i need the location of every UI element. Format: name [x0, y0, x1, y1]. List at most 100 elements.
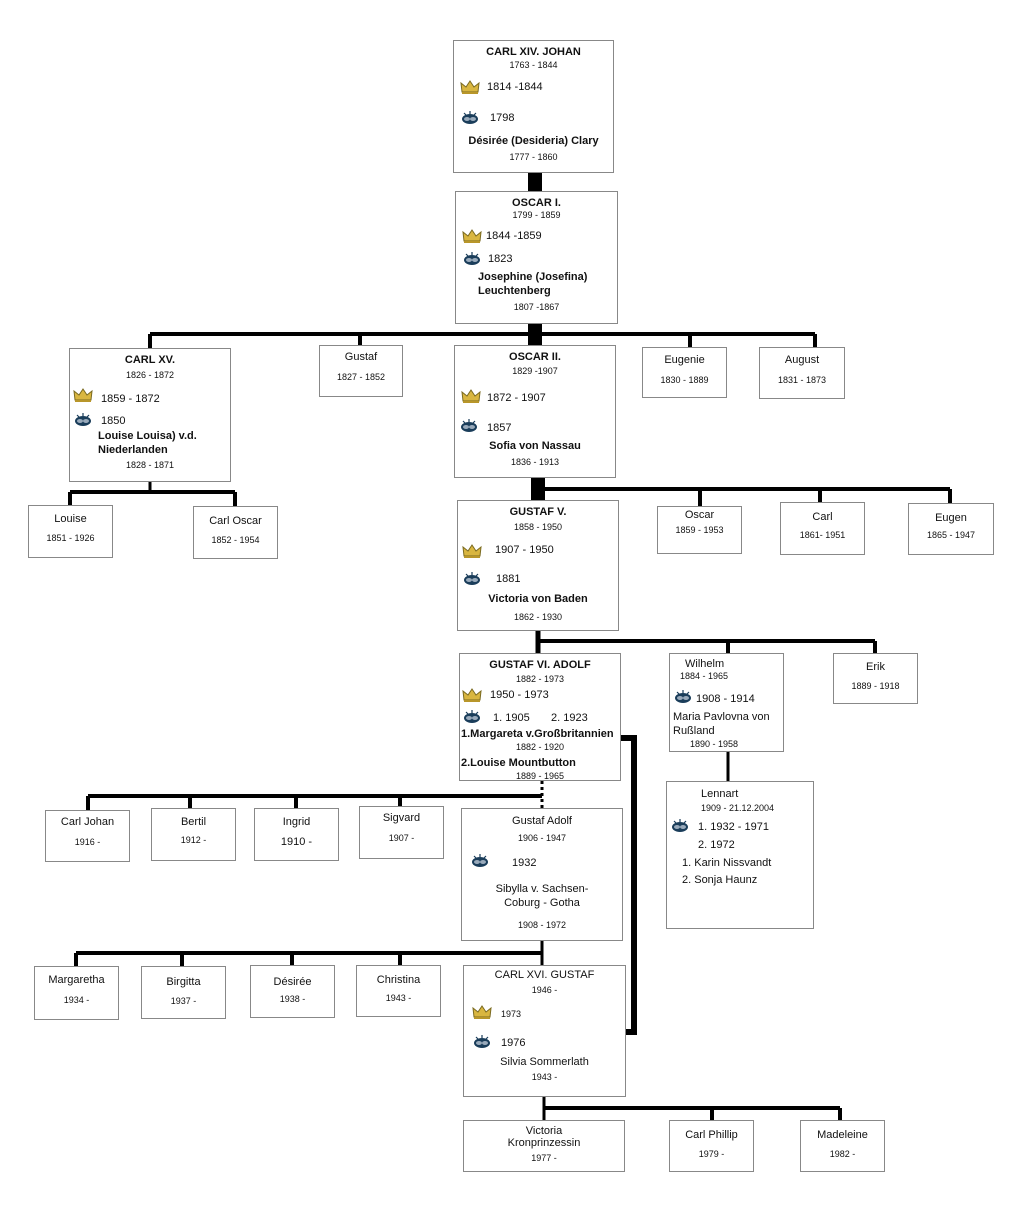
marriage-year: 1857 — [487, 422, 512, 434]
spouse-name-line1: Sibylla v. Sachsen- — [495, 883, 589, 895]
wedding-rings-icon — [460, 110, 480, 126]
person-birgitta: Birgitta 1937 - — [141, 966, 226, 1019]
person-gustaf-adolf: Gustaf Adolf 1906 - 1947 1932 Sibylla v.… — [461, 808, 623, 941]
person-bertil: Bertil 1912 - — [151, 808, 236, 861]
person-august: August 1831 - 1873 — [759, 347, 845, 399]
wedding-rings-icon — [670, 818, 690, 834]
spouse-name-line2: Leuchtenberg — [478, 285, 551, 297]
person-years: 1861- 1951 — [799, 530, 846, 540]
spouse-years: 1836 - 1913 — [510, 457, 560, 467]
spouse-name-1: 1.Margareta v.Großbritannien — [461, 728, 614, 740]
person-years: 1889 - 1918 — [851, 681, 900, 691]
person-ingrid: Ingrid 1910 - — [254, 808, 339, 861]
spouse-name-line2: Niederlanden — [98, 444, 168, 456]
person-name: Gustaf Adolf — [512, 815, 572, 827]
person-years: 1906 - 1947 — [517, 833, 567, 843]
spouse-years: 1777 - 1860 — [509, 152, 558, 162]
person-years: 1830 - 1889 — [660, 375, 709, 385]
spouse-years: 1807 -1867 — [513, 302, 560, 312]
crown-icon — [462, 687, 482, 703]
person-louise: Louise 1851 - 1926 — [28, 505, 113, 558]
wedding-rings-icon — [462, 709, 482, 725]
person-carl-xvi-gustaf: CARL XVI. GUSTAF 1946 - 1973 1976 Silvia… — [463, 965, 626, 1097]
person-name: Gustaf — [344, 351, 378, 363]
person-name: Eugenie — [664, 354, 705, 366]
person-lennart: Lennart 1909 - 21.12.2004 1. 1932 - 1971… — [666, 781, 814, 929]
person-gustaf-vi-adolf: GUSTAF VI. ADOLF 1882 - 1973 1950 - 1973… — [459, 653, 621, 781]
person-years: 1937 - — [170, 996, 197, 1006]
person-name: Louise — [54, 513, 87, 525]
person-years: 1882 - 1973 — [515, 674, 565, 684]
person-sigvard: Sigvard 1907 - — [359, 806, 444, 859]
person-years: 1979 - — [698, 1149, 725, 1159]
person-years: 1912 - — [180, 835, 207, 845]
marriage-year: 1881 — [496, 573, 521, 585]
person-name: Erik — [866, 661, 885, 673]
person-wilhelm: Wilhelm 1884 - 1965 1908 - 1914 Maria Pa… — [669, 653, 784, 752]
person-years: 1763 - 1844 — [509, 60, 558, 70]
person-years: 1934 - — [63, 995, 90, 1005]
spouse-years-2: 1889 - 1965 — [515, 771, 565, 781]
person-years: 1826 - 1872 — [125, 370, 175, 380]
wedding-rings-icon — [472, 1034, 492, 1050]
person-oscar-i: OSCAR I. 1799 - 1859 1844 -1859 1823 Jos… — [455, 191, 618, 324]
spouse-name-line1: Josephine (Josefina) — [478, 271, 588, 283]
spouse-name-line1: Maria Pavlovna von — [673, 711, 770, 723]
marriage-year: 1798 — [490, 112, 515, 124]
person-name: CARL XVI. GUSTAF — [494, 969, 595, 981]
person-years: 1865 - 1947 — [926, 530, 976, 540]
person-name: Eugen — [935, 512, 967, 524]
spouse-years-1: 1882 - 1920 — [515, 742, 565, 752]
marriage-year-2: 2. 1923 — [551, 712, 588, 724]
spouse-years: 1943 - — [531, 1072, 558, 1082]
spouse-years: 1862 - 1930 — [513, 612, 563, 622]
person-name: Carl Oscar — [209, 515, 262, 527]
person-madeleine: Madeleine 1982 - — [800, 1120, 885, 1172]
spouse-name: Victoria von Baden — [488, 593, 588, 605]
person-carl: Carl 1861- 1951 — [780, 502, 865, 555]
person-years: 1858 - 1950 — [513, 522, 563, 532]
marriage-years-1: 1. 1932 - 1971 — [698, 821, 769, 833]
person-carl-xiv-johan: CARL XIV. JOHAN 1763 - 1844 1814 -1844 1… — [453, 40, 614, 173]
person-years: 1916 - — [74, 837, 101, 847]
wedding-rings-icon — [459, 418, 479, 434]
reign-year: 1973 — [501, 1009, 522, 1019]
person-name-line2: Kronprinzessin — [507, 1137, 581, 1149]
spouse-years: 1908 - 1972 — [517, 920, 567, 930]
person-name: Birgitta — [166, 976, 201, 988]
person-years: 1943 - — [385, 993, 412, 1003]
person-years: 1977 - — [531, 1153, 557, 1163]
wedding-rings-icon — [470, 853, 490, 869]
person-oscar: Oscar 1859 - 1953 — [657, 506, 742, 554]
person-name: CARL XV. — [124, 354, 176, 366]
wedding-rings-icon — [462, 571, 482, 587]
reign-years: 1907 - 1950 — [495, 544, 554, 556]
marriage-years: 1908 - 1914 — [696, 693, 755, 705]
person-years: 1909 - 21.12.2004 — [701, 803, 775, 813]
person-name: Carl — [812, 511, 833, 523]
reign-years: 1950 - 1973 — [490, 689, 549, 701]
person-margaretha: Margaretha 1934 - — [34, 966, 119, 1020]
person-name: Lennart — [701, 788, 739, 800]
person-eugenie: Eugenie 1830 - 1889 — [642, 347, 727, 398]
crown-icon — [462, 543, 482, 559]
reign-years: 1844 -1859 — [486, 230, 542, 242]
person-years: 1827 - 1852 — [336, 372, 386, 382]
person-victoria: Victoria Kronprinzessin 1977 - — [463, 1120, 625, 1172]
person-name: Margaretha — [48, 974, 105, 986]
person-years: 1851 - 1926 — [46, 533, 95, 543]
person-carl-johan: Carl Johan 1916 - — [45, 810, 130, 862]
person-years: 1831 - 1873 — [777, 375, 827, 385]
crown-icon — [73, 387, 93, 403]
spouse-name: Silvia Sommerlath — [500, 1056, 589, 1068]
reign-years: 1814 -1844 — [487, 81, 543, 93]
person-name: GUSTAF VI. ADOLF — [489, 659, 591, 671]
spouse-name-2: 2. Sonja Haunz — [682, 874, 758, 886]
person-carl-phillip: Carl Phillip 1979 - — [669, 1120, 754, 1172]
person-name: Oscar — [684, 509, 715, 521]
marriage-year: 1823 — [488, 253, 513, 265]
spouse-years: 1890 - 1958 — [690, 739, 739, 749]
person-christina: Christina 1943 - — [356, 965, 441, 1017]
person-name: GUSTAF V. — [509, 506, 567, 518]
